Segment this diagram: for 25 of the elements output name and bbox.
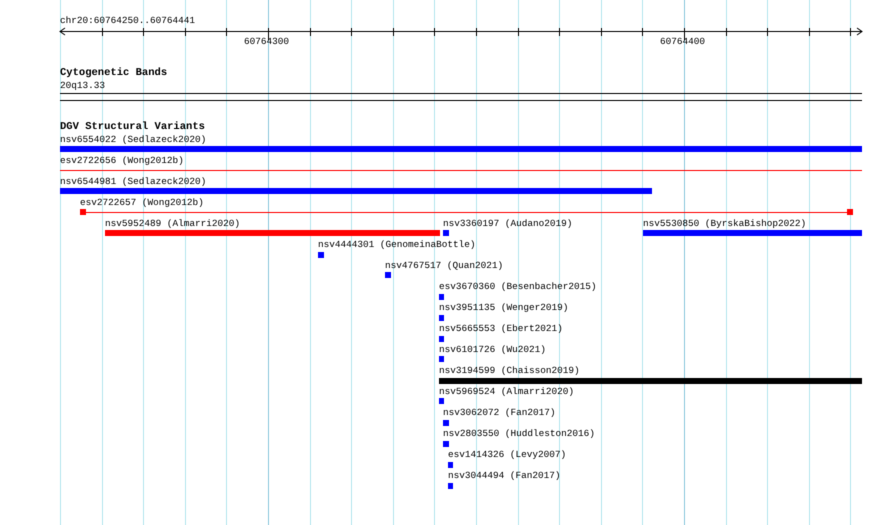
variant-label: esv1414326 (Levy2007): [448, 449, 566, 460]
ruler-tick-label: 60764400: [660, 36, 706, 47]
variant-label: nsv4767517 (Quan2021): [385, 260, 504, 271]
track-heading: Cytogenetic Bands: [60, 68, 168, 79]
variant-label: nsv3360197 (Audano2019): [443, 218, 572, 229]
variant-label: nsv6101726 (Wu2021): [439, 344, 546, 355]
variant-label: nsv3951135 (Wenger2019): [439, 302, 568, 313]
variant-label: esv3670360 (Besenbacher2015): [439, 281, 597, 292]
variant-label: nsv5530850 (ByrskaBishop2022): [643, 218, 806, 229]
variant-label: nsv5969524 (Almarri2020): [439, 386, 574, 397]
variant-label: nsv2803550 (Huddleston2016): [443, 428, 595, 439]
variant-label: nsv5665553 (Ebert2021): [439, 323, 563, 334]
variant-label: esv2722656 (Wong2012b): [60, 155, 184, 166]
variant-label: nsv4444301 (GenomeinaBottle): [318, 239, 476, 250]
track-heading: DGV Structural Variants: [60, 122, 205, 133]
band-name: 20q13.33: [60, 80, 106, 91]
variant-label: nsv3194599 (Chaisson2019): [439, 365, 580, 376]
variant-label: nsv3044494 (Fan2017): [448, 470, 561, 481]
variant-label: nsv6544981 (Sedlazeck2020): [60, 176, 206, 187]
ruler-tick-label: 60764300: [244, 36, 290, 47]
variant-label: nsv3062072 (Fan2017): [443, 407, 556, 418]
variant-label: nsv6554022 (Sedlazeck2020): [60, 134, 206, 145]
region-coordinates: chr20:60764250..60764441: [60, 15, 196, 26]
variant-label: esv2722657 (Wong2012b): [80, 197, 204, 208]
variant-label: nsv5952489 (Almarri2020): [105, 218, 240, 229]
